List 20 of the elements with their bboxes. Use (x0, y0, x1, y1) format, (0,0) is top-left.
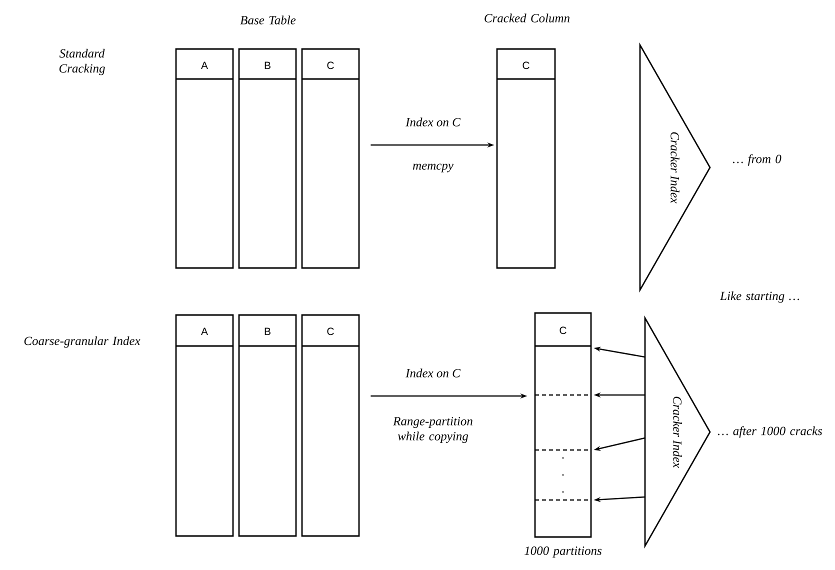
node-caption: … from 0 (732, 154, 782, 166)
table-column: C (301, 48, 360, 269)
node-caption: Cracked Column (484, 14, 570, 22)
text-label: Standard Cracking (59, 48, 105, 76)
table-column: A (175, 48, 234, 269)
table-column: C (301, 314, 360, 537)
text-label: Coarse-granular Index (24, 336, 140, 348)
table-column: C (534, 312, 592, 538)
table-column: C (496, 48, 556, 269)
text-label: Like starting … (720, 291, 800, 303)
table-column: B (238, 48, 297, 269)
table-column: B (238, 314, 297, 537)
text-label: Range-partition while copying (393, 417, 472, 443)
node-caption: … after 1000 cracks (718, 426, 822, 438)
edge-label: Index on C (404, 116, 462, 128)
table-column: A (175, 314, 234, 537)
node-caption: 1000 partitions (524, 546, 602, 558)
edge-label: Index on C (404, 368, 462, 378)
text-label: Base Table (240, 16, 296, 24)
text-label: memcpy (412, 164, 454, 172)
